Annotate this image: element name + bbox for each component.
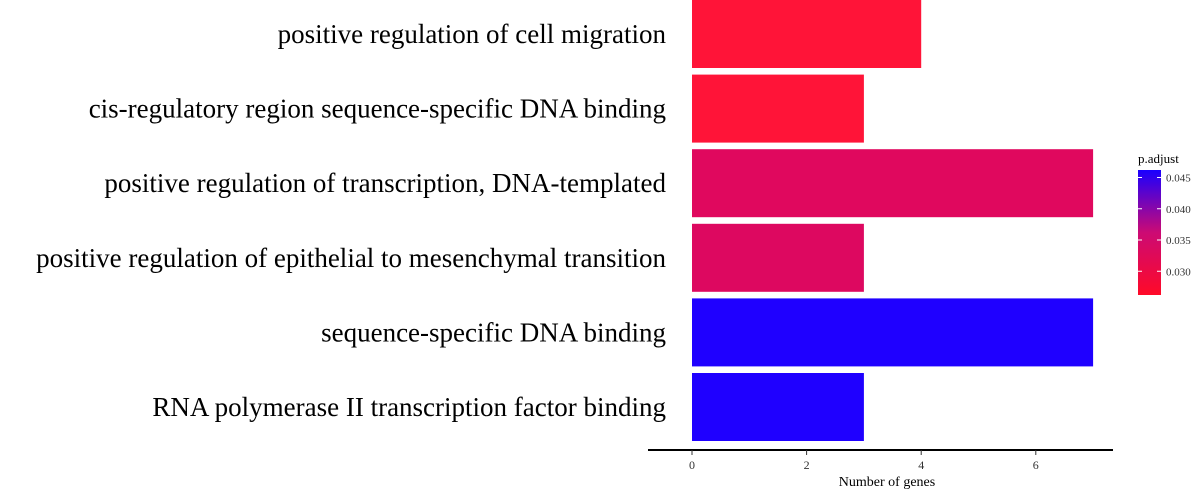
legend-tick-label: 0.030 bbox=[1166, 266, 1191, 278]
legend-tick-label: 0.045 bbox=[1166, 173, 1191, 185]
x-axis: 0 2 4 6 bbox=[648, 449, 1113, 472]
x-tick-label: 0 bbox=[689, 458, 695, 472]
x-tick-label: 6 bbox=[1033, 458, 1039, 472]
category-label: positive regulation of epithelial to mes… bbox=[36, 243, 666, 273]
category-label: positive regulation of transcription, DN… bbox=[104, 168, 666, 198]
bar bbox=[692, 373, 864, 441]
x-axis-title: Number of genes bbox=[839, 475, 935, 490]
bar bbox=[692, 298, 1094, 367]
category-label: sequence-specific DNA binding bbox=[321, 317, 666, 347]
legend-tick-label: 0.040 bbox=[1166, 204, 1191, 216]
category-label: RNA polymerase II transcription factor b… bbox=[152, 392, 666, 422]
bar bbox=[692, 223, 864, 292]
legend-ticks: 0.030 0.035 0.040 0.045 bbox=[1138, 173, 1191, 278]
category-label: positive regulation of cell migration bbox=[278, 19, 667, 49]
category-labels: positive regulation of cell migration cis… bbox=[36, 19, 666, 422]
bars-layer bbox=[692, 0, 1094, 441]
legend-colorbar bbox=[1138, 170, 1161, 295]
bar bbox=[692, 74, 864, 143]
legend: p.adjust 0.030 0.035 0.040 0.045 bbox=[1138, 151, 1191, 295]
x-tick-label: 2 bbox=[804, 458, 810, 472]
x-tick-label: 4 bbox=[918, 458, 924, 472]
legend-tick-label: 0.035 bbox=[1166, 235, 1191, 247]
bar bbox=[692, 0, 922, 68]
category-label: cis-regulatory region sequence-specific … bbox=[89, 94, 666, 124]
bar bbox=[692, 149, 1094, 218]
legend-title: p.adjust bbox=[1138, 151, 1179, 166]
